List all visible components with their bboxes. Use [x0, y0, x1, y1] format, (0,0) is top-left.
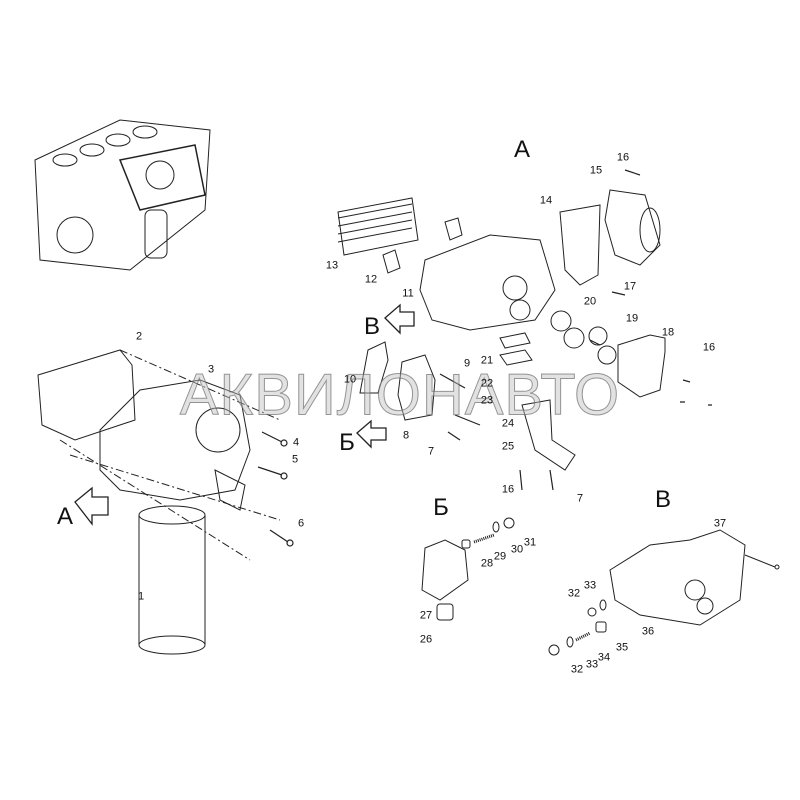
- o-ring-20b: [563, 327, 585, 349]
- callout-10: 10: [343, 373, 357, 386]
- view-arrow-v: [384, 303, 415, 335]
- valve-parts-28-31: [461, 517, 515, 549]
- callout-17: 17: [623, 280, 637, 293]
- housing-assembly-3: [99, 379, 251, 511]
- callout-18: 18: [661, 326, 675, 339]
- callout-32: 32: [567, 587, 581, 600]
- elbow-24-25: [521, 399, 576, 471]
- callout-22: 22: [480, 377, 494, 390]
- callout-35: 35: [615, 641, 629, 654]
- gasket-14: [559, 204, 601, 286]
- gasket-10: [359, 341, 389, 394]
- callout-21: 21: [480, 354, 494, 367]
- bolts-center: [439, 169, 712, 491]
- arrow-label-b: Б: [339, 429, 355, 456]
- callout-24: 24: [501, 417, 515, 430]
- thermostat-19: [588, 326, 617, 365]
- callout-33: 33: [583, 579, 597, 592]
- view-label-a: А: [513, 136, 531, 163]
- gasket-2: [37, 349, 136, 441]
- o-ring-20a: [550, 310, 572, 332]
- callout-8: 8: [402, 429, 410, 442]
- callout-4: 4: [292, 436, 300, 449]
- arrow-label-v: В: [363, 313, 381, 340]
- callout-9: 9: [463, 357, 471, 370]
- callout-25: 25: [501, 440, 515, 453]
- callout-34: 34: [597, 651, 611, 664]
- callout-30: 30: [510, 543, 524, 556]
- callout-36: 36: [641, 625, 655, 638]
- arrow-label-a: А: [56, 503, 74, 530]
- callout-16-bottom: 16: [501, 483, 515, 496]
- callout-16-top: 16: [616, 151, 630, 164]
- engine-block-thumbnail: [34, 119, 211, 271]
- plug-26: [436, 603, 454, 621]
- oil-cooler-13: [337, 197, 419, 256]
- watermark: АКВИЛОНАВТО: [179, 362, 621, 428]
- view-arrow-b: [356, 419, 387, 449]
- callout-2: 2: [135, 330, 143, 343]
- bolts-left: [257, 431, 294, 547]
- view-label-b: Б: [433, 494, 449, 521]
- callout-19: 19: [625, 312, 639, 325]
- callout-14: 14: [539, 194, 553, 207]
- callout-5: 5: [291, 453, 299, 466]
- gasket-12b: [444, 217, 463, 241]
- callout-15: 15: [589, 164, 603, 177]
- callout-20: 20: [583, 295, 597, 308]
- view-arrow-a: [74, 486, 109, 526]
- cover-8: [397, 354, 436, 421]
- callout-37: 37: [713, 517, 727, 530]
- callout-28: 28: [480, 557, 494, 570]
- gaskets-21-22: [499, 332, 533, 366]
- cover-27: [421, 539, 469, 601]
- callout-27: 27: [419, 609, 433, 622]
- callout-6: 6: [297, 517, 305, 530]
- outlet-housing-18: [617, 334, 666, 398]
- callout-16-right: 16: [702, 341, 716, 354]
- callout-11: 11: [402, 287, 414, 300]
- view-label-v: В: [654, 486, 672, 513]
- callout-7-bottom: 7: [576, 492, 584, 505]
- callout-26: 26: [419, 633, 433, 646]
- callout-7: 7: [427, 445, 435, 458]
- callout-3: 3: [207, 363, 215, 376]
- callout-13: 13: [325, 259, 339, 272]
- gasket-12: [382, 249, 401, 274]
- oil-filter-1: [138, 505, 206, 655]
- housing-36: [609, 529, 746, 626]
- callout-31: 31: [523, 536, 537, 549]
- valve-parts-32-35: [548, 554, 780, 656]
- callout-12: 12: [364, 273, 378, 286]
- callout-29: 29: [493, 550, 507, 563]
- callout-1: 1: [137, 590, 145, 603]
- housing-11: [419, 234, 556, 331]
- callout-23: 23: [480, 394, 494, 407]
- guide-lines: [59, 349, 281, 561]
- water-pump-15: [604, 189, 661, 266]
- callout-32-bottom: 32: [570, 663, 584, 676]
- callout-33-bottom: 33: [585, 658, 599, 671]
